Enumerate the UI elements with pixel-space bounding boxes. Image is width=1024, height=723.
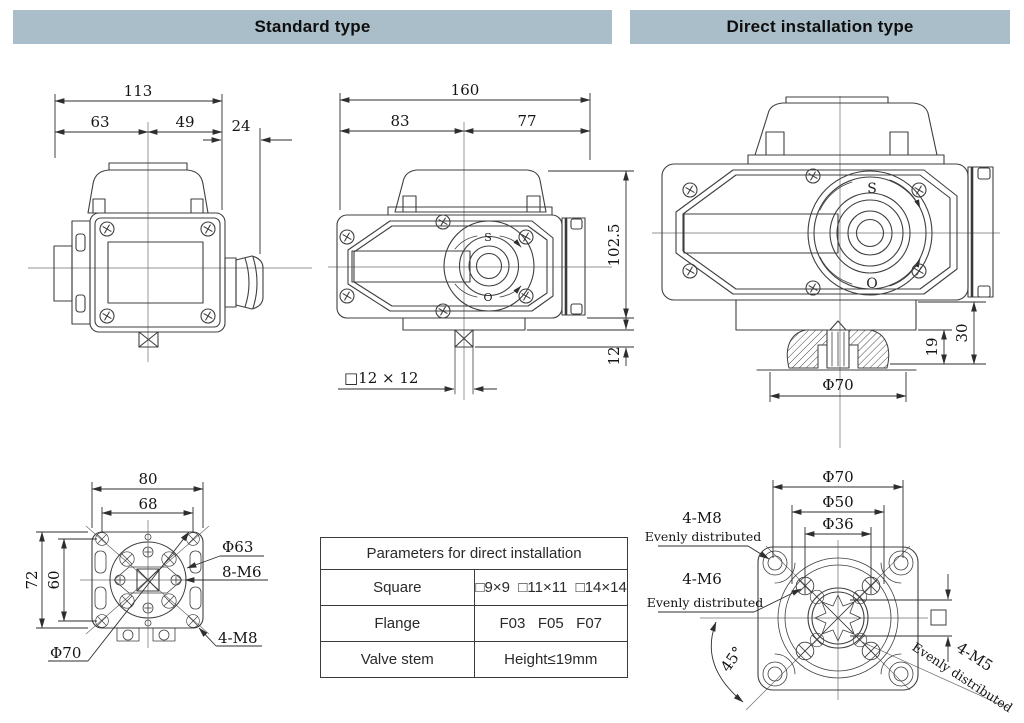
standard-front-dimensions	[54, 94, 292, 254]
dim-102p5-label: 102.5	[605, 224, 623, 267]
dim-113-label: 113	[124, 82, 153, 100]
label-4-m8: 4-M8	[682, 509, 722, 527]
dial-o-marking: O	[866, 276, 877, 292]
dim-45deg-label: 45°	[717, 643, 747, 675]
label-4-m6-evenly: Evenly distributed	[647, 595, 764, 610]
label-4-m8-evenly: Evenly distributed	[645, 529, 762, 544]
dim-68-label: 68	[138, 495, 157, 513]
label-phi70: Φ70	[50, 644, 81, 662]
row-value-flange: F03 F05 F07	[473, 605, 628, 642]
row-value-valve-stem: Height≤19mm	[473, 641, 628, 678]
dim-160-label: 160	[451, 81, 480, 99]
dim-63-label: 63	[90, 113, 109, 131]
dim-60-label: 60	[45, 570, 63, 589]
standard-bottom-body	[91, 531, 204, 642]
table-row: Valve stem Height≤19mm	[320, 641, 628, 678]
parameters-table: Parameters for direct installation Squar…	[320, 537, 628, 678]
row-value-square: □9×9 □11×11 □14×14	[473, 569, 628, 606]
direct-side-dimensions	[769, 301, 986, 402]
direct-side-body	[661, 96, 994, 371]
dim-phi36-label: Φ36	[822, 515, 853, 533]
dim-24-label: 24	[231, 117, 250, 135]
label-4-m8: 4-M8	[218, 629, 258, 647]
label-4-m6: 4-M6	[682, 570, 722, 588]
table-row: Flange F03 F05 F07	[320, 605, 628, 642]
standard-bottom-dimensions	[36, 482, 268, 662]
dim-77-label: 77	[517, 112, 536, 130]
dim-83-label: 83	[390, 112, 409, 130]
dim-phi50-label: Φ50	[822, 493, 853, 511]
direct-bottom-body	[757, 546, 919, 691]
dial-s-marking: S	[867, 181, 877, 197]
dim-80-label: 80	[138, 470, 157, 488]
row-label-flange: Flange	[320, 605, 475, 642]
direct-bottom-dimensions	[658, 480, 952, 703]
row-label-valve-stem: Valve stem	[320, 641, 475, 678]
square-stem-symbol	[930, 609, 947, 626]
dial-s-marking: S	[484, 231, 492, 244]
dim-49-label: 49	[175, 113, 194, 131]
standard-bottom-view: 80 68 72 60 Φ63 8-M6 4-M8 Φ70	[23, 470, 268, 662]
standard-front-body	[53, 162, 264, 348]
dim-phi70-label: Φ70	[822, 376, 853, 394]
standard-side-dimensions	[338, 93, 634, 392]
dim-30-label: 30	[953, 323, 971, 342]
dim-19-label: 19	[923, 337, 941, 356]
standard-front-view: 113 63 49 24	[28, 82, 312, 362]
dim-phi70-label: Φ70	[822, 468, 853, 486]
row-label-square: Square	[320, 569, 475, 606]
direct-bottom-view: Φ70 Φ50 Φ36 4-M8 Evenly distributed 4-M6…	[645, 468, 1016, 715]
standard-side-view: S O 160 83 77 102.5	[328, 81, 634, 400]
stem-square-label: □12 × 12	[344, 369, 418, 387]
section-header-standard-type: Standard type	[13, 10, 612, 44]
section-header-direct-installation-type-label: Direct installation type	[726, 17, 914, 36]
direct-side-centerlines	[652, 96, 1000, 448]
dim-12-label: 12	[605, 346, 623, 365]
direct-side-view: S O Φ70 19 30	[652, 96, 1000, 448]
dial-o-marking: O	[483, 291, 492, 304]
section-header-standard-type-label: Standard type	[254, 17, 371, 36]
standard-side-body	[336, 169, 586, 395]
parameters-table-title: Parameters for direct installation	[320, 537, 628, 570]
table-row: Square □9×9 □11×11 □14×14	[320, 569, 628, 606]
label-phi63: Φ63	[222, 538, 253, 556]
dim-72-label: 72	[23, 570, 41, 589]
label-8-m6: 8-M6	[222, 563, 262, 581]
section-header-direct-installation-type: Direct installation type	[630, 10, 1010, 44]
